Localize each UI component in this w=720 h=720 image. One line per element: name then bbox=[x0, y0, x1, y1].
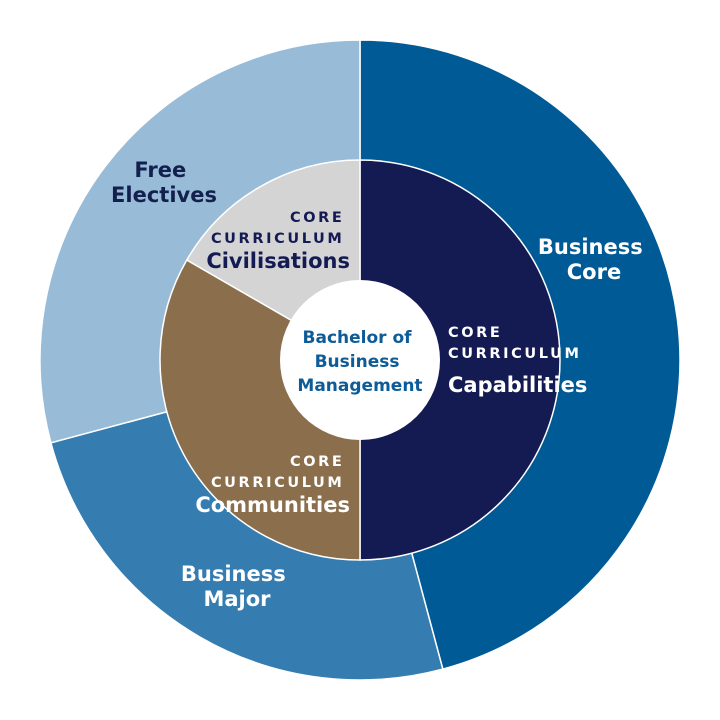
civilisations-prefix-line2: CURRICULUM bbox=[211, 231, 344, 247]
label-business-core-line1: Business bbox=[538, 235, 643, 259]
label-civilisations: CORE CURRICULUM Civilisations bbox=[206, 207, 350, 273]
center-circle bbox=[280, 280, 440, 440]
civilisations-title: Civilisations bbox=[206, 249, 350, 273]
label-free-electives-line1: Free bbox=[134, 158, 186, 182]
label-capabilities: CORE CURRICULUM Capabilities bbox=[448, 322, 587, 397]
label-free-electives-line2: Electives bbox=[111, 183, 217, 207]
label-free-electives: Free Electives bbox=[111, 158, 217, 207]
label-business-major-line1: Business bbox=[181, 562, 286, 586]
label-business-core-line2: Core bbox=[567, 260, 621, 284]
capabilities-title: Capabilities bbox=[448, 373, 587, 397]
label-business-major-line2: Major bbox=[203, 587, 271, 611]
communities-prefix-line2: CURRICULUM bbox=[211, 475, 344, 491]
civilisations-prefix-line1: CORE bbox=[290, 210, 344, 226]
label-business-major: Business Major bbox=[181, 562, 293, 611]
label-business-core: Business Core bbox=[538, 235, 650, 284]
capabilities-prefix-line2: CURRICULUM bbox=[448, 346, 581, 362]
inner-sector-capabilities bbox=[359, 159, 561, 561]
label-communities: CORE CURRICULUM Communities bbox=[195, 451, 350, 517]
communities-prefix-line1: CORE bbox=[290, 454, 344, 470]
communities-title: Communities bbox=[195, 493, 350, 517]
center-line1: Bachelor of bbox=[303, 328, 413, 348]
center-line2: Business bbox=[315, 352, 400, 372]
center-line3: Management bbox=[297, 376, 422, 396]
capabilities-prefix-line1: CORE bbox=[448, 325, 502, 341]
label-center: Bachelor of Business Management bbox=[297, 328, 422, 396]
